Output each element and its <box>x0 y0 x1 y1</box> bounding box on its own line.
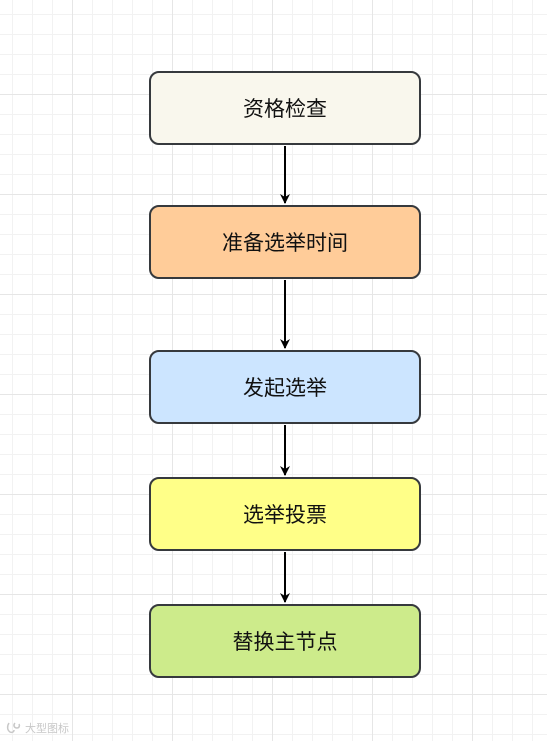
watermark: 大型图标 <box>6 720 69 736</box>
watermark-text: 大型图标 <box>25 722 69 735</box>
node-label: 选举投票 <box>243 503 327 527</box>
node-label: 准备选举时间 <box>222 231 348 255</box>
node-label: 资格检查 <box>243 97 327 121</box>
node-start-election[interactable]: 发起选举 <box>149 350 421 424</box>
node-label: 替换主节点 <box>232 630 338 654</box>
node-label: 发起选举 <box>243 376 327 400</box>
node-election-vote[interactable]: 选举投票 <box>149 477 421 551</box>
watermark-logo-icon <box>6 721 22 735</box>
node-replace-master[interactable]: 替换主节点 <box>149 604 421 678</box>
node-prepare-election-time[interactable]: 准备选举时间 <box>149 205 421 279</box>
node-qualification-check[interactable]: 资格检查 <box>149 71 421 145</box>
